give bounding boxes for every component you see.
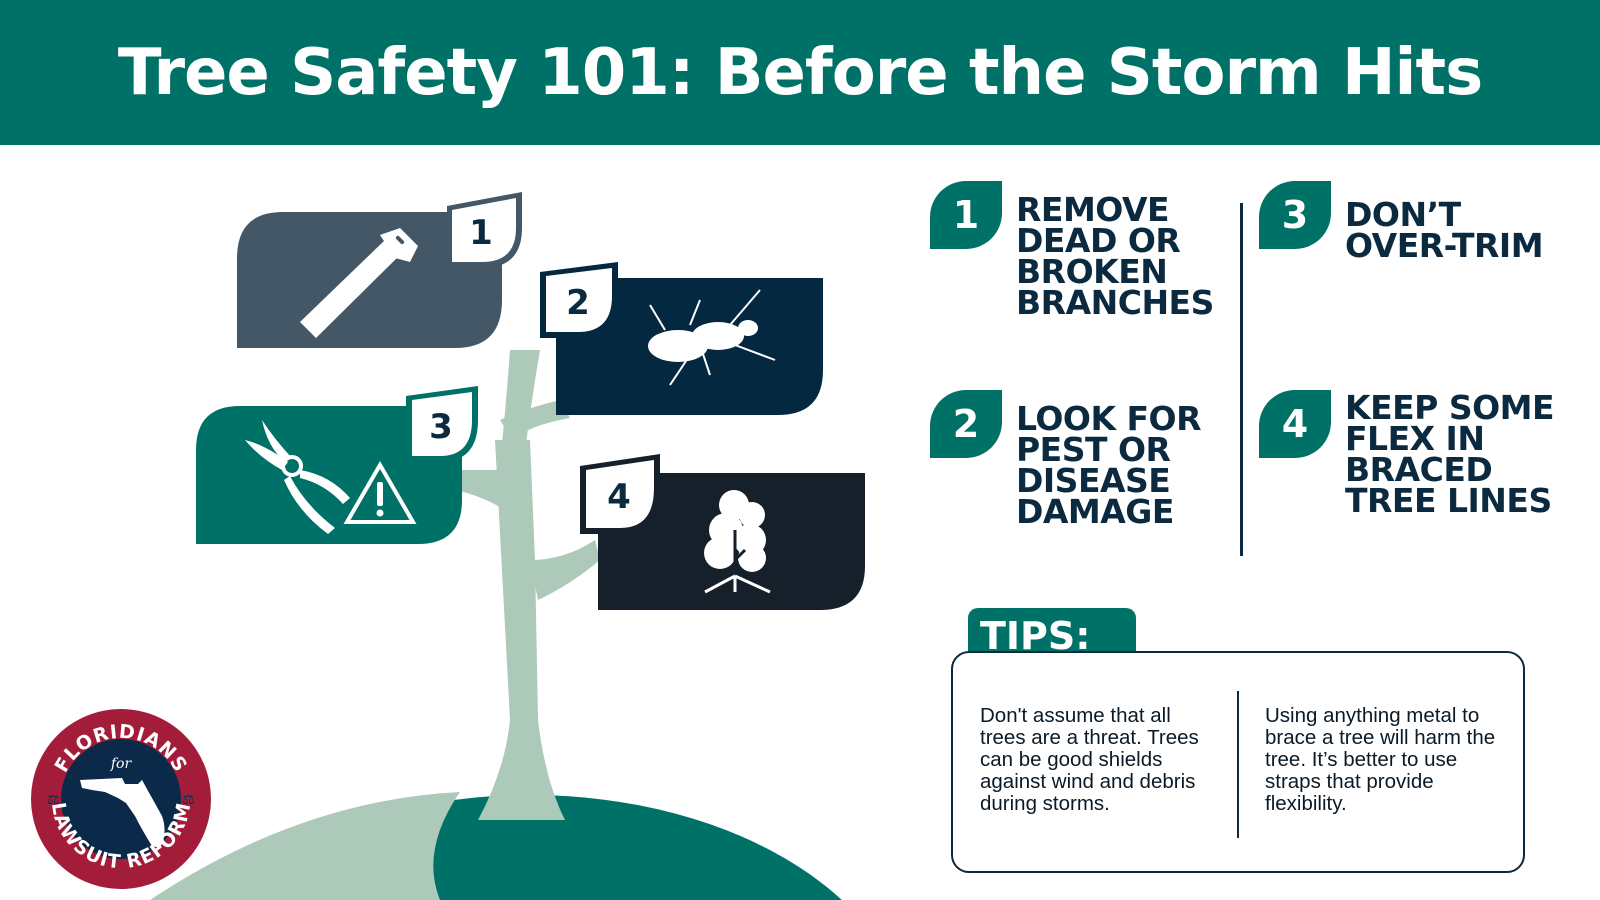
svg-text:2: 2 xyxy=(566,283,590,323)
logo-for-text: for xyxy=(110,756,133,772)
floridians-lawsuit-reform-logo: FLORIDIANS LAWSUIT REFORM for ⚖ ⚖ xyxy=(31,709,211,889)
svg-text:4: 4 xyxy=(607,477,631,517)
hand-saw-icon xyxy=(300,228,418,338)
svg-text:1: 1 xyxy=(469,213,493,253)
tree-illustration: 1 2 3 xyxy=(150,192,865,900)
tree-roots-icon xyxy=(704,490,771,594)
step-2: 2 LOOK FOR PEST OR DISEASE DAMAGE xyxy=(930,390,1202,531)
scales-icon-right: ⚖ xyxy=(182,792,195,808)
step-4: 4 KEEP SOME FLEX IN BRACED TREE LINES xyxy=(1259,388,1555,520)
step-number-leaf: 1 xyxy=(930,181,1002,249)
pruning-shears-warning-icon xyxy=(245,420,417,534)
step-1: 1 REMOVE DEAD OR BROKEN BRANCHES xyxy=(930,181,1214,322)
tips-box: Don't assume that all trees are a threat… xyxy=(951,651,1525,873)
steps-divider xyxy=(1240,203,1243,556)
step-3-text: DON’T OVER-TRIM xyxy=(1345,195,1544,265)
card-3-shears: 3 xyxy=(196,386,478,544)
step-3: 3 DON’T OVER-TRIM xyxy=(1259,181,1544,265)
step-4-text: KEEP SOME FLEX IN BRACED TREE LINES xyxy=(1345,388,1555,520)
tips-divider xyxy=(1237,691,1239,838)
card-1-saw: 1 xyxy=(237,192,522,348)
svg-text:3: 3 xyxy=(429,407,453,447)
florida-map-icon xyxy=(80,778,165,848)
termite-pest-icon xyxy=(648,289,776,386)
header-banner: Tree Safety 101: Before the Storm Hits xyxy=(0,0,1600,145)
card-2-pest: 2 xyxy=(540,262,823,415)
step-1-text: REMOVE DEAD OR BROKEN BRANCHES xyxy=(1016,190,1214,322)
ground-hill xyxy=(150,792,842,900)
tree-trunk xyxy=(455,350,600,820)
step-number-leaf: 2 xyxy=(930,390,1002,458)
card-4-tree: 4 xyxy=(580,454,865,610)
page-title: Tree Safety 101: Before the Storm Hits xyxy=(117,35,1483,110)
tip-2: Using anything metal to brace a tree wil… xyxy=(1265,704,1496,815)
step-number-leaf: 3 xyxy=(1259,181,1331,249)
scales-icon-left: ⚖ xyxy=(47,792,60,808)
step-2-text: LOOK FOR PEST OR DISEASE DAMAGE xyxy=(1016,399,1202,531)
tip-1: Don't assume that all trees are a threat… xyxy=(980,704,1199,815)
step-number-leaf: 4 xyxy=(1259,390,1331,458)
